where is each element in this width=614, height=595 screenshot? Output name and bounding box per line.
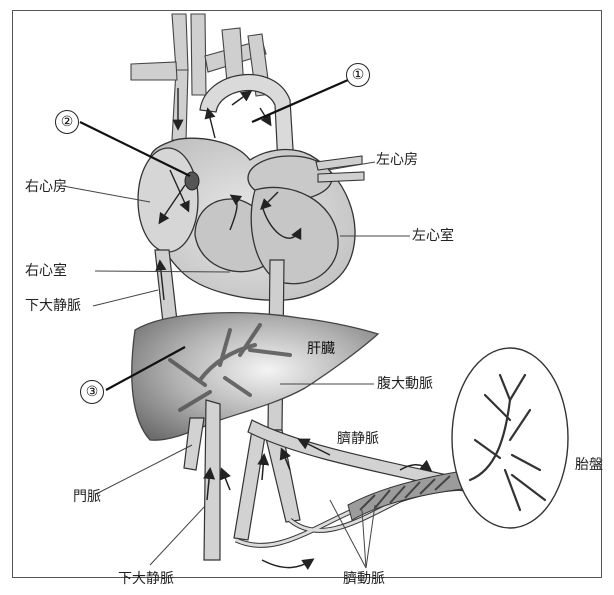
label-inferior-vena-cava-lower: 下大静脈 — [118, 572, 174, 586]
placenta-shape — [452, 348, 568, 528]
pulmonary-veins — [316, 156, 364, 182]
label-portal-vein: 門脈 — [73, 490, 101, 504]
label-placenta: 胎盤 — [575, 458, 603, 472]
label-liver: 肝臓 — [307, 342, 335, 356]
label-left-ventricle: 左心室 — [412, 229, 454, 243]
label-left-atrium: 左心房 — [376, 153, 418, 167]
label-abdominal-aorta: 腹大動脈 — [377, 377, 433, 391]
label-umbilical-vein: 臍静脈 — [337, 432, 379, 446]
label-inferior-vena-cava-upper: 下大静脈 — [25, 299, 81, 313]
label-right-ventricle: 右心室 — [25, 264, 67, 278]
marker-1: ① — [346, 63, 370, 87]
label-right-atrium: 右心房 — [25, 180, 67, 194]
marker-2: ② — [55, 110, 79, 134]
marker-3: ③ — [80, 380, 104, 404]
label-umbilical-artery: 臍動脈 — [343, 572, 385, 586]
